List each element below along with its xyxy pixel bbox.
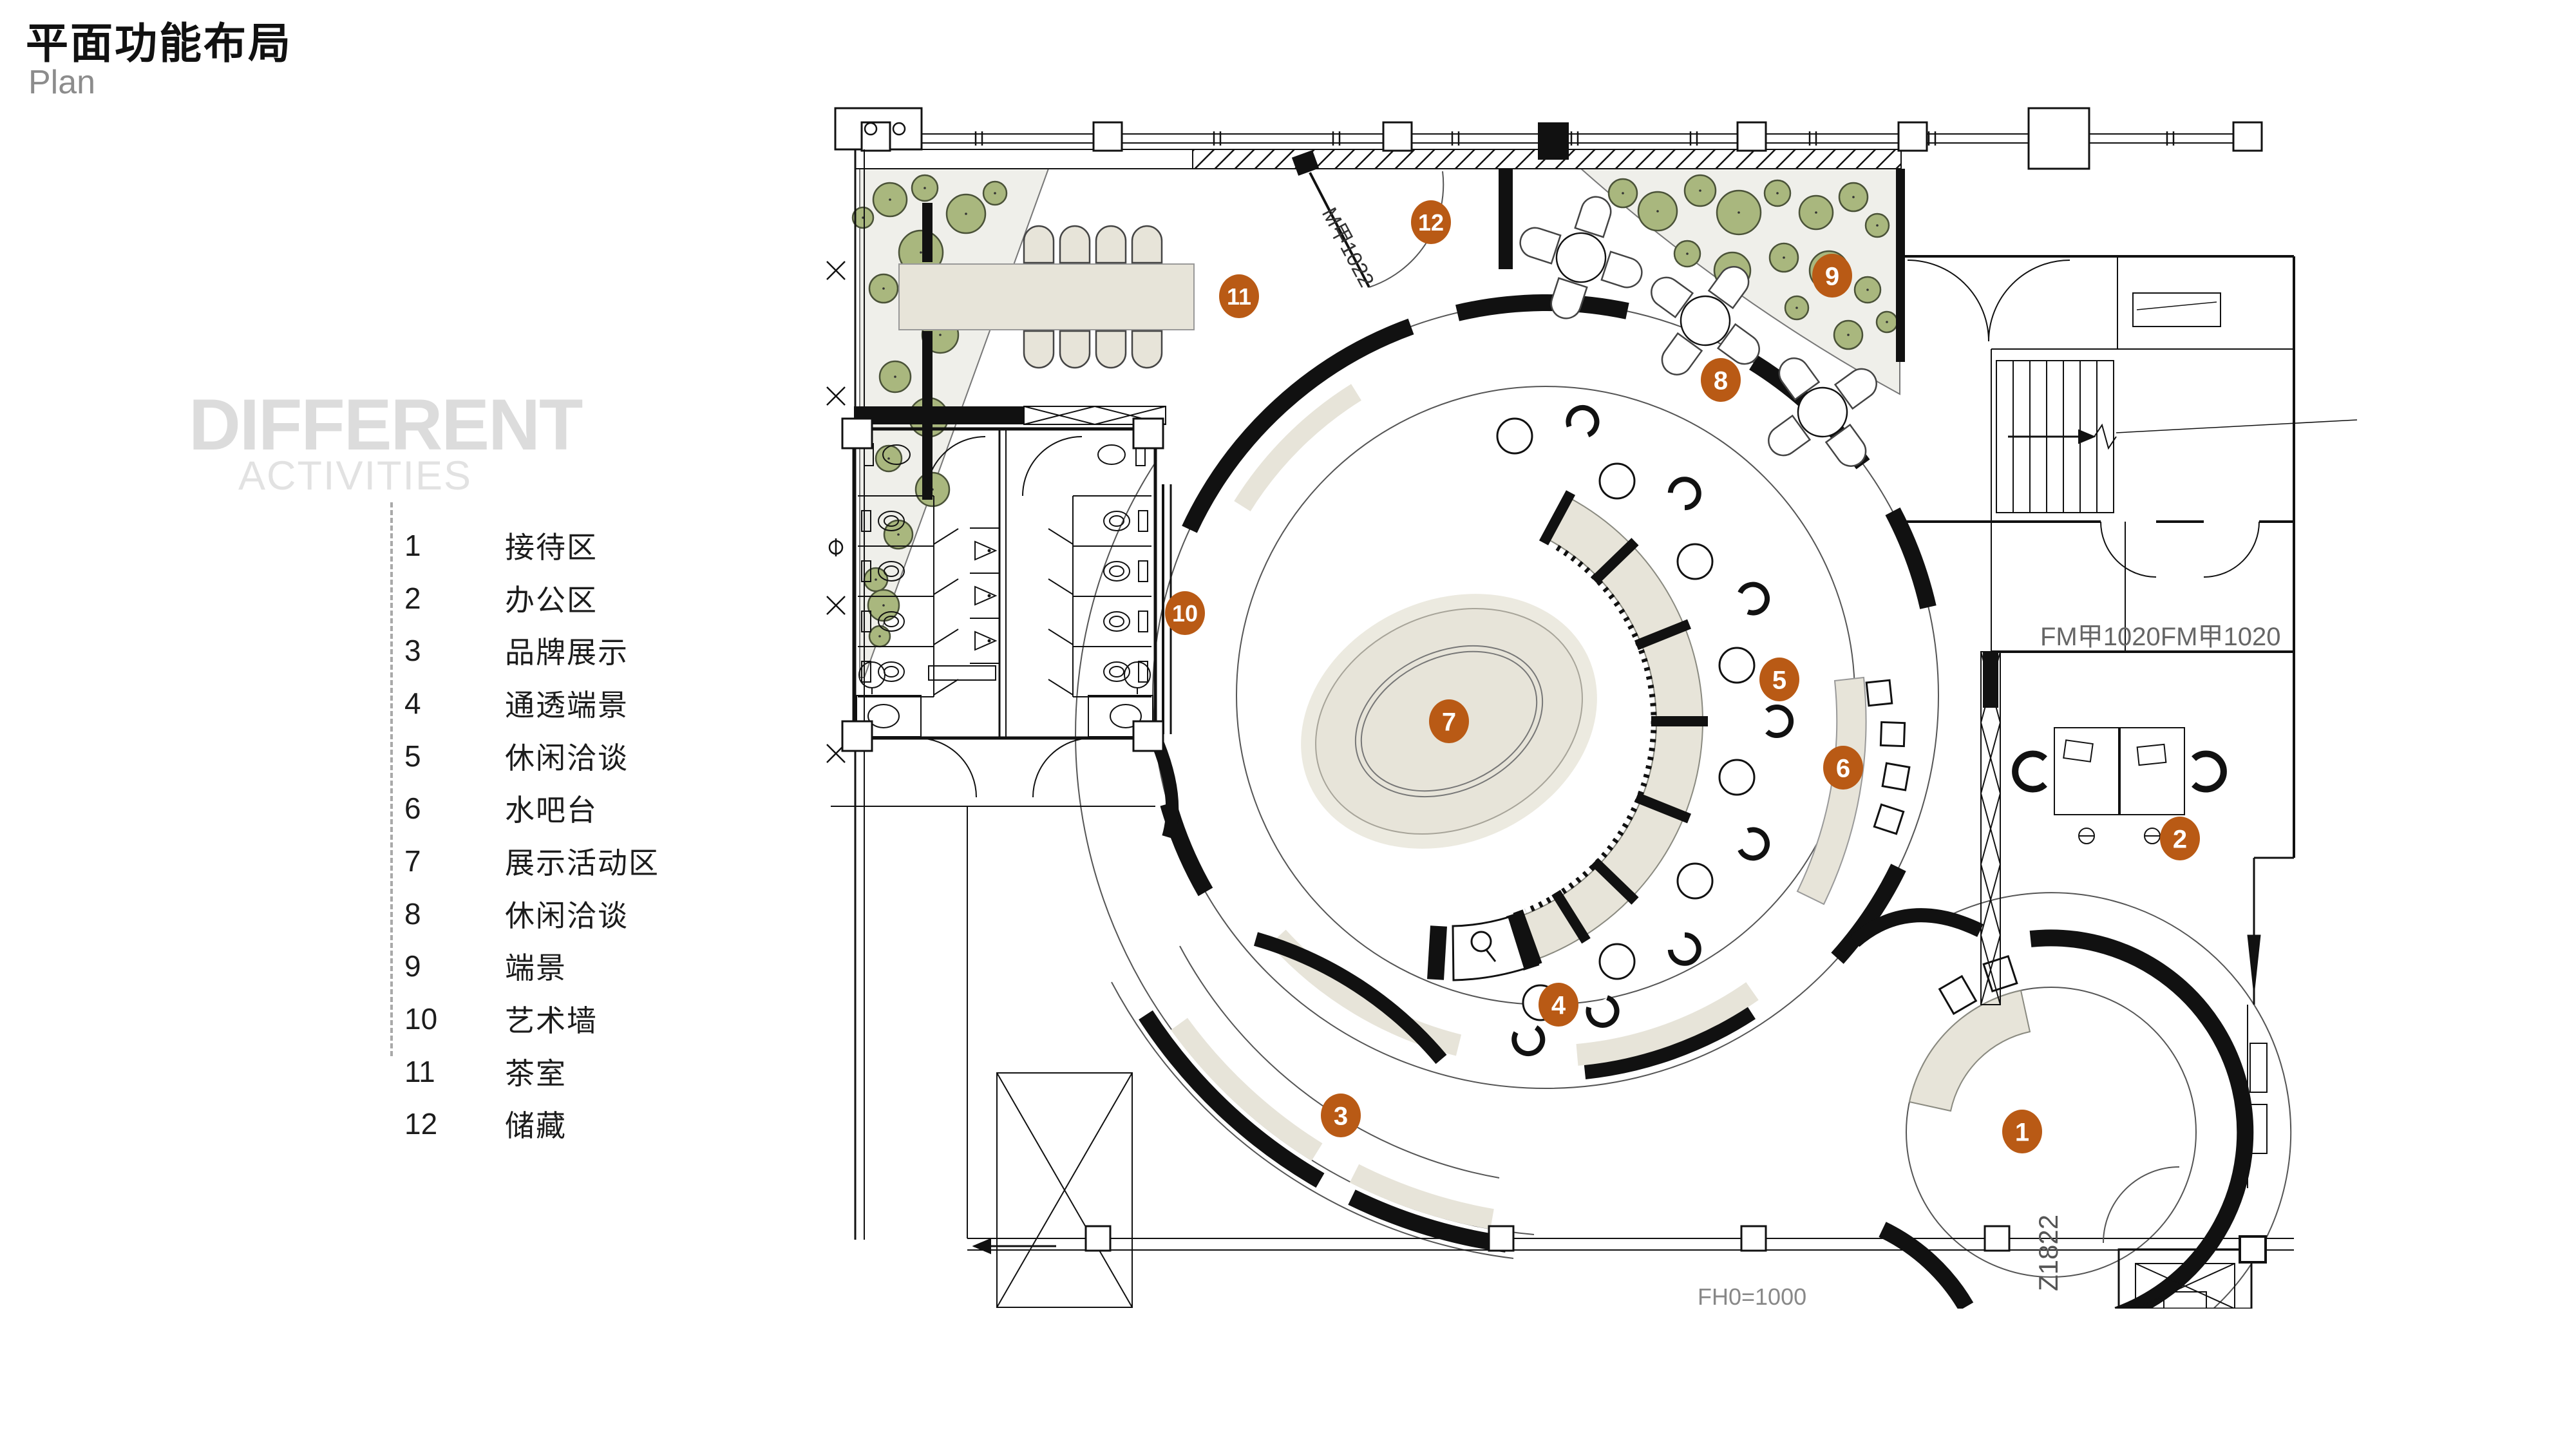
legend-item-label: 接待区 (505, 530, 598, 564)
legend-item: 6 水吧台 (404, 782, 659, 835)
legend-item-label: 展示活动区 (505, 846, 659, 880)
legend-item-number: 1 (404, 528, 421, 562)
water-bar (1796, 676, 1911, 905)
area-marker-9: 9 (1812, 254, 1852, 298)
area-marker-6: 6 (1823, 746, 1863, 790)
legend-item-number: 8 (404, 896, 421, 931)
magnifier-icon (1470, 931, 1497, 962)
reception-desk (1908, 989, 2031, 1112)
area-marker-1: 1 (2002, 1110, 2042, 1153)
legend-item: 12 储藏 (404, 1098, 659, 1151)
legend-item-label: 品牌展示 (505, 636, 629, 670)
area-marker-11: 11 (1219, 274, 1259, 318)
legend-item: 8 休闲洽谈 (404, 887, 659, 940)
toilets (841, 417, 1164, 807)
svg-text:6: 6 (1836, 754, 1850, 782)
bench-brand-a (1171, 1018, 1323, 1161)
legend-item: 5 休闲洽谈 (404, 730, 659, 782)
watermark-line1: DIFFERENT (189, 384, 583, 465)
seating-ring (1496, 403, 1791, 1057)
top-boundary (834, 107, 2263, 170)
page-subtitle: Plan (28, 64, 96, 101)
legend-item-label: 储藏 (505, 1109, 567, 1143)
legend-item-label: 休闲洽谈 (505, 898, 629, 933)
bottom-boundary: FH0=1000 Z1822 (967, 1166, 2294, 1310)
legend-item: 3 品牌展示 (404, 624, 659, 677)
art-wall (1151, 484, 1179, 839)
right-wing: FM甲1020FM甲1020 (1899, 169, 2358, 1188)
legend-item: 2 办公区 (404, 572, 659, 625)
legend-item: 9 端景 (404, 940, 659, 993)
legend-item-label: 茶室 (505, 1056, 567, 1090)
page-title: 平面功能布局 (26, 19, 292, 67)
area-marker-10: 10 (1165, 591, 1205, 635)
legend-item: 4 通透端景 (404, 677, 659, 730)
office-desk (2054, 727, 2185, 844)
storage-wall (1499, 169, 1513, 269)
legend-item-label: 端景 (505, 951, 567, 985)
area-marker-5: 5 (1759, 658, 1799, 701)
legend-item-label: 通透端景 (505, 688, 629, 722)
area-marker-3: 3 (1321, 1094, 1361, 1137)
legend-item-label: 水吧台 (505, 793, 598, 828)
svg-text:5: 5 (1772, 666, 1786, 694)
area-marker-2: 2 (2160, 817, 2200, 860)
legend-item-label: 休闲洽谈 (505, 741, 629, 775)
legend-item-number: 3 (404, 634, 421, 668)
svg-text:8: 8 (1714, 366, 1728, 395)
area-marker-4: 4 (1539, 983, 1578, 1027)
stairs (1996, 360, 2358, 513)
area-marker-12: 12 (1411, 200, 1451, 244)
legend: 1 接待区 2 办公区 3 品牌展示 4 通透端景 5 休闲洽谈 6 水吧台 7 展示活动区 8 休闲洽谈 9 端… (404, 519, 659, 1150)
left-wall (826, 149, 865, 1240)
legend-item-number: 11 (404, 1054, 435, 1088)
legend-item-number: 7 (404, 844, 421, 878)
watermark-line2: ACTIVITIES (238, 453, 473, 498)
area-marker-8: 8 (1701, 358, 1741, 402)
svg-text:11: 11 (1227, 283, 1251, 310)
legend-item: 7 展示活动区 (404, 835, 659, 887)
legend-item-number: 2 (404, 581, 421, 615)
svg-text:12: 12 (1418, 209, 1444, 236)
legend-item-number: 10 (404, 1002, 438, 1036)
legend-item-number: 6 (404, 791, 421, 826)
legend-item-number: 12 (404, 1107, 438, 1141)
legend-item: 10 艺术墙 (404, 992, 659, 1045)
svg-text:7: 7 (1442, 708, 1456, 736)
svg-text:10: 10 (1172, 600, 1198, 627)
legend-item-number: 4 (404, 686, 421, 720)
legend-item-label: 办公区 (505, 583, 598, 617)
elevator (2117, 1235, 2267, 1309)
end-view-wedge (1427, 911, 1540, 981)
svg-text:2: 2 (2173, 825, 2187, 853)
door-label-top: M甲1022 (1318, 204, 1379, 291)
legend-item: 1 接待区 (404, 519, 659, 572)
svg-text:9: 9 (1825, 262, 1839, 290)
legend-item-number: 5 (404, 739, 421, 773)
office-door-label: FM甲1020FM甲1020 (2040, 623, 2280, 651)
svg-text:4: 4 (1551, 991, 1566, 1019)
legend-item-number: 9 (404, 949, 421, 983)
truss-wall (1980, 651, 2001, 1005)
reception-area (1850, 908, 2254, 1309)
bench-brand-b (1349, 1164, 1494, 1229)
legend-divider (390, 502, 393, 1056)
svg-text:3: 3 (1334, 1102, 1348, 1130)
area-marker-7: 7 (1429, 699, 1469, 743)
tea-table (898, 263, 1195, 330)
level-label: FH0=1000 (1698, 1283, 1806, 1310)
svg-text:1: 1 (2015, 1118, 2029, 1146)
legend-item: 11 茶室 (404, 1045, 659, 1098)
door-label-bottom: Z1822 (2033, 1215, 2063, 1291)
legend-item-label: 艺术墙 (505, 1004, 598, 1038)
